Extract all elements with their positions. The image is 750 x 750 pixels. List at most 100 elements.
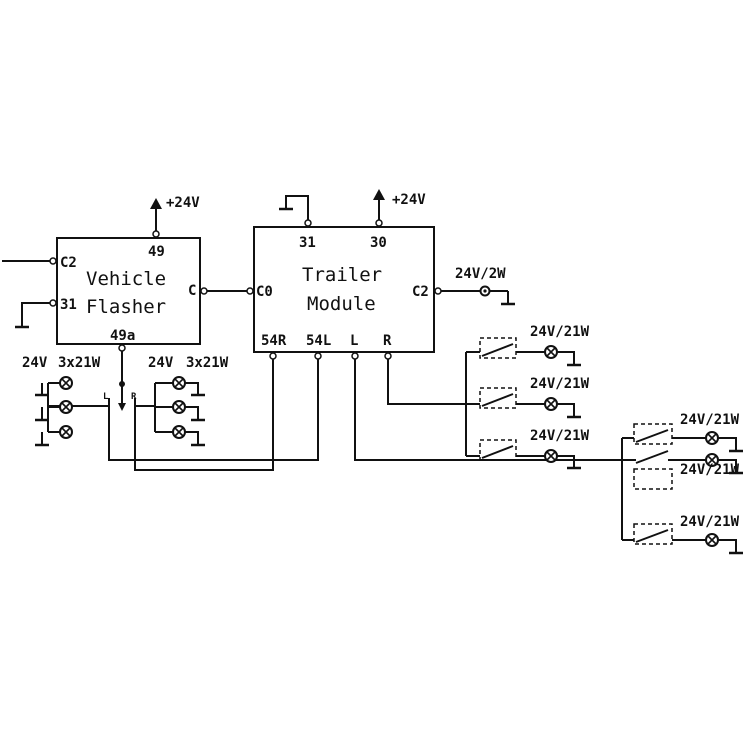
pin-54l-label: 54L [306, 333, 331, 349]
supply-arrow-icon [150, 198, 162, 209]
pin-49a-terminal [118, 344, 126, 352]
module-ground-wire [285, 195, 309, 220]
left-rating-label: 3x21W [58, 355, 101, 371]
ground-lead [557, 455, 575, 467]
vehicle-flasher-title-2: Flasher [86, 296, 166, 318]
pin-c0-terminal [246, 287, 254, 295]
wire-54l [108, 359, 319, 461]
lamp-icon [59, 376, 73, 390]
vehicle-flasher: C2 31 49 49a C +24V Vehicle Flasher [2, 195, 250, 352]
relay-box [479, 337, 517, 359]
trailer-left-lamp-2: 24V/21W [622, 450, 745, 490]
lamp-rating-label: 24V/21W [680, 514, 740, 530]
relay-box [633, 523, 673, 545]
relay-contact [635, 450, 669, 464]
pin-54r-terminal [269, 352, 277, 360]
pin-31-terminal [304, 219, 312, 227]
pin-30-terminal [375, 219, 383, 227]
pin-c-terminal [200, 287, 208, 295]
lamp-rating-label: 24V/21W [680, 412, 740, 428]
relay-box [633, 468, 673, 490]
switch-right-label: R [131, 392, 137, 402]
supply-label: +24V [392, 192, 426, 208]
pin-54l-terminal [314, 352, 322, 360]
pin-c0-label: C0 [256, 284, 273, 300]
lamp-icon [172, 376, 186, 390]
lamp-rating-label: 24V/21W [680, 462, 740, 478]
supply-arrow-icon [373, 189, 385, 200]
pin-r-label: R [383, 333, 392, 349]
lamp-icon [705, 533, 719, 547]
ground-lead [557, 351, 575, 364]
pin-31-label: 31 [60, 297, 77, 313]
pin-c2-terminal [49, 257, 57, 265]
ground-lead [185, 406, 199, 419]
switch-left-label: L [103, 392, 109, 402]
pin-49-label: 49 [148, 244, 165, 260]
pin-54r-label: 54R [261, 333, 287, 349]
supply-label: +24V [166, 195, 200, 211]
trailer-right-lamp-3: 24V/21W [466, 428, 590, 470]
pin-31-terminal [49, 299, 57, 307]
pin-30-label: 30 [370, 235, 387, 251]
lamp-rating-label: 24V/21W [530, 324, 590, 340]
left-voltage-label: 24V [22, 355, 48, 371]
relay-box [479, 439, 517, 461]
ground-wire [21, 302, 50, 326]
right-rating-label: 3x21W [186, 355, 229, 371]
indicator-lamp-center [483, 289, 487, 293]
relay-contact [635, 429, 669, 443]
pin-c2-label: C2 [60, 255, 77, 271]
trailer-right-lamp-1: 24V/21W [466, 324, 590, 367]
vehicle-flasher-box [56, 237, 201, 345]
ground-lead [185, 382, 199, 394]
relay-box [633, 423, 673, 445]
ground-lead [718, 459, 737, 472]
trailer-left-lamps: 24V/21W 24V/21W 24V/21W [621, 412, 745, 555]
wire-54r [134, 359, 274, 471]
wiring-harness [108, 359, 622, 471]
pin-c2-label: C2 [412, 284, 429, 300]
relay-contact [481, 343, 514, 357]
pin-31-label: 31 [299, 235, 316, 251]
switch-pivot [119, 381, 125, 387]
lamp-icon [544, 397, 558, 411]
vehicle-lamps: L R 24V 3x21W 24V 3x21W [22, 351, 229, 447]
ground-lead [718, 539, 737, 552]
trailer-left-lamp-3: 24V/21W [622, 514, 745, 555]
pin-49a-label: 49a [110, 328, 135, 344]
lamp-icon [59, 400, 73, 414]
lamp-rating-label: 24V/21W [530, 428, 590, 444]
ground-lead [718, 437, 737, 450]
lamp-icon [544, 345, 558, 359]
relay-contact [481, 393, 514, 407]
wire-l [354, 359, 622, 461]
relay-contact [481, 445, 514, 459]
lamp-icon [705, 431, 719, 445]
trailer-right-lamp-2: 24V/21W [466, 376, 590, 419]
trailer-module-box [253, 226, 435, 353]
switch-arrow-icon [118, 403, 126, 411]
lamp-icon [172, 400, 186, 414]
pin-l-terminal [351, 352, 359, 360]
relay-box [479, 387, 517, 409]
lamp-rating-label: 24V/21W [530, 376, 590, 392]
pin-l-label: L [350, 333, 358, 349]
trailer-module: C0 C2 31 30 54R 54L L R +24V 24V/2W Trai… [246, 189, 517, 360]
relay-contact [635, 529, 669, 543]
lamp-icon [172, 425, 186, 439]
pin-c-label: C [188, 283, 196, 299]
pin-r-terminal [384, 352, 392, 360]
lamp-icon [544, 449, 558, 463]
trailer-module-title-2: Module [307, 293, 376, 315]
right-voltage-label: 24V [148, 355, 174, 371]
ground-lead [557, 403, 575, 416]
lamp-icon [59, 425, 73, 439]
trailer-right-lamps: 24V/21W 24V/21W 24V/21W [465, 324, 590, 470]
pin-49-terminal [152, 230, 160, 238]
trailer-module-title-1: Trailer [302, 264, 382, 286]
ground-lead [185, 431, 199, 444]
indicator-lamp-label: 24V/2W [455, 266, 506, 282]
